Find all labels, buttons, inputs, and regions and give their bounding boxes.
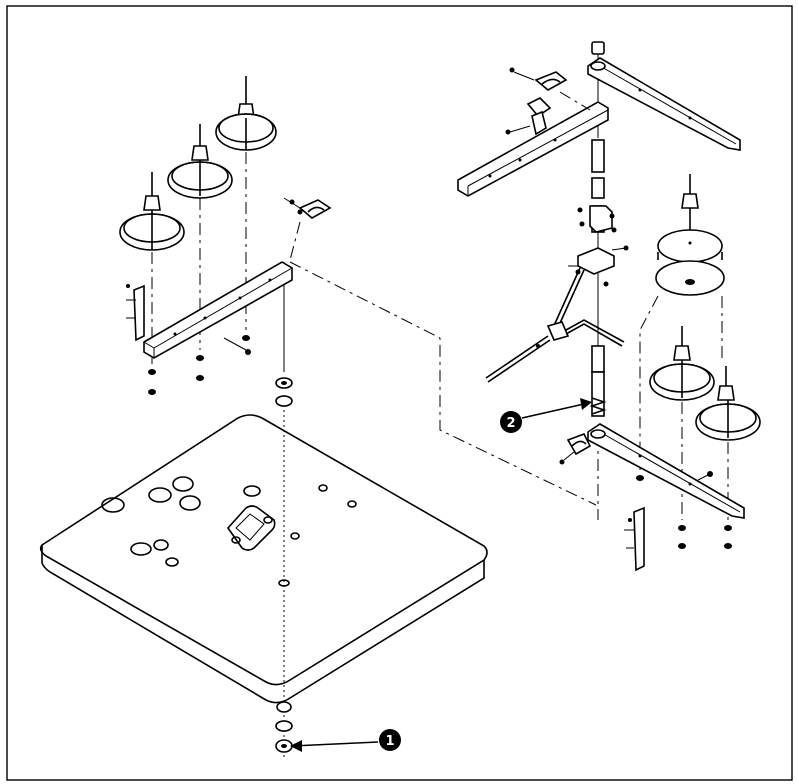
thread-guide-arm [485, 245, 629, 383]
left-spool-stands [119, 76, 277, 395]
left-arm-bar [126, 261, 293, 359]
callout-1: 1 [290, 729, 401, 752]
callout-1-label: 1 [385, 734, 394, 749]
upper-left-arm-bar [457, 91, 609, 197]
right-spool-discs [639, 174, 725, 470]
diagram-frame [6, 5, 793, 781]
callout-2-label: 2 [506, 416, 515, 431]
top-arm-bar [587, 57, 741, 151]
callout-2: 2 [500, 398, 592, 433]
table-top [39, 414, 488, 704]
upper-washers [275, 377, 293, 407]
lower-right-spool-stands [636, 326, 761, 549]
pole-hinge [577, 205, 617, 233]
lower-washers [275, 701, 293, 753]
top-clamps [505, 67, 568, 136]
lower-right-arm-bar [559, 423, 745, 572]
left-clamp [283, 197, 332, 261]
assembly-guide-line [289, 261, 597, 506]
